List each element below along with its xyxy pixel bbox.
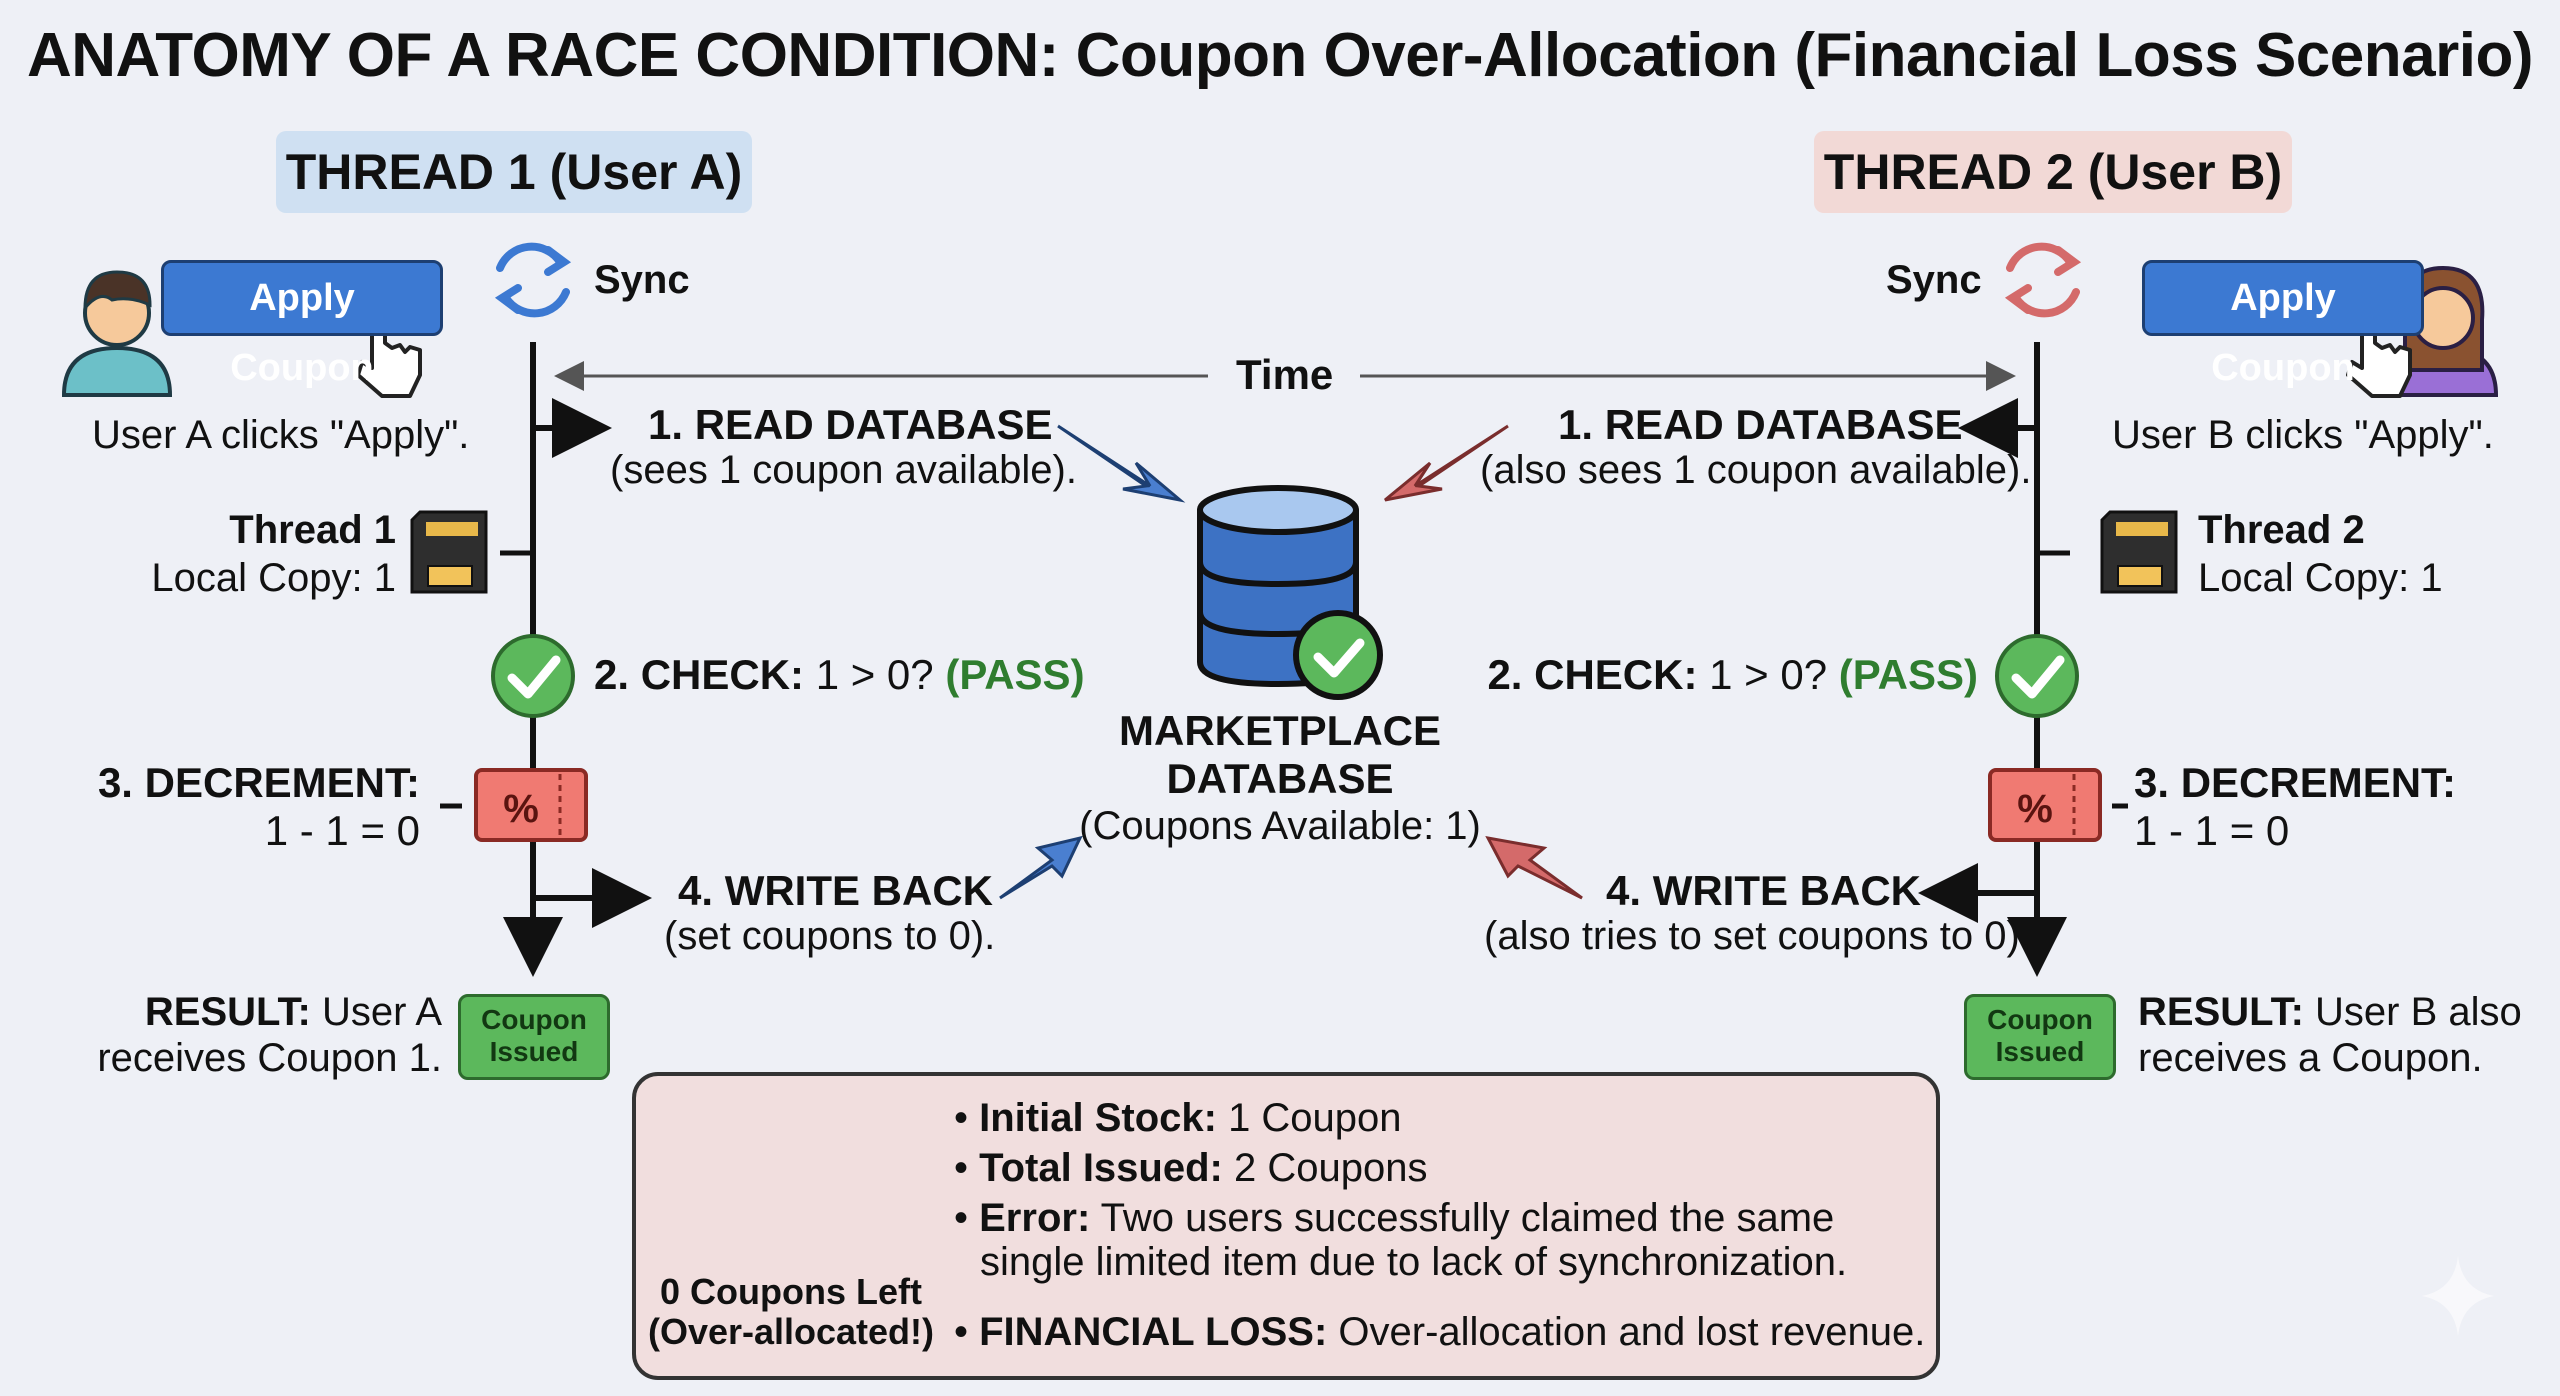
database-label-line3: (Coupons Available: 1) (1079, 804, 1481, 848)
thread2-step4-desc: (also tries to set coupons to 0). (1484, 914, 2031, 958)
user-a-avatar-icon (61, 270, 173, 397)
thread1-step2: 2. CHECK: 1 > 0? (PASS) (594, 651, 1085, 698)
thread1-step4-title: 4. WRITE BACK (678, 867, 993, 914)
summary-db-caption-2: (Over-allocated!) (647, 1311, 935, 1352)
thread2-result-text: User B also (2315, 990, 2522, 1034)
thread1-step2-expr: 1 > 0? (815, 651, 934, 698)
thread1-result-label: RESULT: (144, 990, 311, 1034)
svg-text:%: % (503, 787, 539, 831)
thread1-sync-label: Sync (594, 258, 690, 302)
coupon-issued-ticket-user-a: Coupon Issued (458, 994, 610, 1080)
thread2-step2-result: (PASS) (1838, 651, 1978, 698)
thread2-result-line2: receives a Coupon. (2138, 1036, 2483, 1080)
thread1-result-line2: receives Coupon 1. (97, 1036, 442, 1080)
apply-coupon-button-user-a[interactable]: Apply Coupon (161, 260, 443, 389)
ticket-line2: Issued (1995, 1036, 2085, 1068)
check-circle-icon (1995, 634, 2079, 718)
svg-text:%: % (2017, 787, 2053, 831)
summary-initial-label: Initial Stock: (979, 1096, 1217, 1140)
thread2-step4-title: 4. WRITE BACK (1606, 867, 1921, 914)
thread2-local-value: Local Copy: 1 (2198, 556, 2443, 600)
thread2-result-line1: RESULT: User B also (2138, 990, 2522, 1034)
summary-loss-value: Over-allocation and lost revenue. (1338, 1310, 1926, 1354)
thread2-step1-desc: (also sees 1 coupon available). (1480, 448, 2032, 492)
memory-card-icon (410, 510, 488, 594)
thread2-step2-expr: 1 > 0? (1709, 651, 1828, 698)
summary-loss-label: FINANCIAL LOSS: (979, 1310, 1328, 1354)
db-flow-arrows (999, 424, 1583, 900)
summary-initial-stock: • Initial Stock: 1 Coupon (954, 1096, 1402, 1140)
ticket-line2: Issued (489, 1036, 579, 1068)
user-b-click-caption: User B clicks "Apply". (2112, 413, 2494, 457)
summary-error-label: Error: (979, 1196, 1091, 1240)
thread2-step2: 2. CHECK: 1 > 0? (PASS) (1487, 651, 1978, 698)
thread1-header: THREAD 1 (User A) (276, 131, 752, 213)
summary-error: • Error: Two users successfully claimed … (954, 1196, 1835, 1240)
sync-icon (2004, 242, 2082, 318)
database-label-line2: DATABASE (1166, 755, 1394, 802)
thread2-step1-title: 1. READ DATABASE (1558, 401, 1963, 448)
memory-card-icon (2100, 510, 2178, 594)
thread1-local-title: Thread 1 (229, 508, 396, 552)
thread2-result-label: RESULT: (2138, 990, 2304, 1034)
summary-financial-loss: • FINANCIAL LOSS: Over-allocation and lo… (954, 1310, 1926, 1354)
summary-error-value-1: Two users successfully claimed the same (1100, 1196, 1835, 1240)
summary-initial-value: 1 Coupon (1228, 1096, 1402, 1140)
summary-issued-label: Total Issued: (979, 1146, 1223, 1190)
coupon-issued-ticket-user-b: Coupon Issued (1964, 994, 2116, 1080)
discount-ticket-icon: % (1988, 768, 2102, 842)
thread1-result-text: User A (321, 990, 442, 1034)
thread2-header: THREAD 2 (User B) (1814, 131, 2292, 213)
thread1-step4-desc: (set coupons to 0). (664, 914, 996, 958)
database-label-line1: MARKETPLACE (1119, 707, 1441, 754)
thread2-step3-title: 3. DECREMENT: (2134, 759, 2457, 806)
sparkle-icon (2422, 1256, 2494, 1336)
summary-error-value-2: single limited item due to lack of synch… (980, 1240, 1848, 1284)
thread1-step3-title: 3. DECREMENT: (97, 759, 420, 806)
summary-issued-value: 2 Coupons (1233, 1146, 1428, 1190)
ticket-line1: Coupon (481, 1004, 587, 1035)
summary-db-caption-1: 0 Coupons Left (660, 1271, 922, 1312)
thread1-step2-result: (PASS) (945, 651, 1085, 698)
user-a-click-caption: User A clicks "Apply". (92, 413, 470, 457)
sync-icon (494, 242, 572, 318)
thread2-step3-expr: 1 - 1 = 0 (2134, 807, 2290, 854)
time-axis-label: Time (1236, 351, 1334, 398)
diagram-title: ANATOMY OF A RACE CONDITION: Coupon Over… (27, 21, 2533, 90)
thread1-step1-title: 1. READ DATABASE (648, 401, 1053, 448)
thread2-local-title: Thread 2 (2198, 508, 2365, 552)
thread1-step3-expr: 1 - 1 = 0 (264, 807, 420, 854)
thread2-sync-label: Sync (1886, 258, 1982, 302)
thread2-step2-label: 2. CHECK: (1487, 651, 1698, 698)
apply-coupon-button-user-b[interactable]: Apply Coupon (2142, 260, 2424, 389)
discount-ticket-icon: % (474, 768, 588, 842)
ticket-line1: Coupon (1987, 1004, 2093, 1035)
thread1-result-line1: RESULT: User A (145, 990, 442, 1034)
database-icon (1197, 485, 1383, 700)
thread1-local-value: Local Copy: 1 (151, 556, 396, 600)
summary-total-issued: • Total Issued: 2 Coupons (954, 1146, 1428, 1190)
summary-panel: 0 Coupons Left (Over-allocated!) • Initi… (632, 1072, 1940, 1380)
thread1-step1-desc: (sees 1 coupon available). (610, 448, 1077, 492)
thread1-step2-label: 2. CHECK: (594, 651, 805, 698)
check-circle-icon (491, 634, 575, 718)
